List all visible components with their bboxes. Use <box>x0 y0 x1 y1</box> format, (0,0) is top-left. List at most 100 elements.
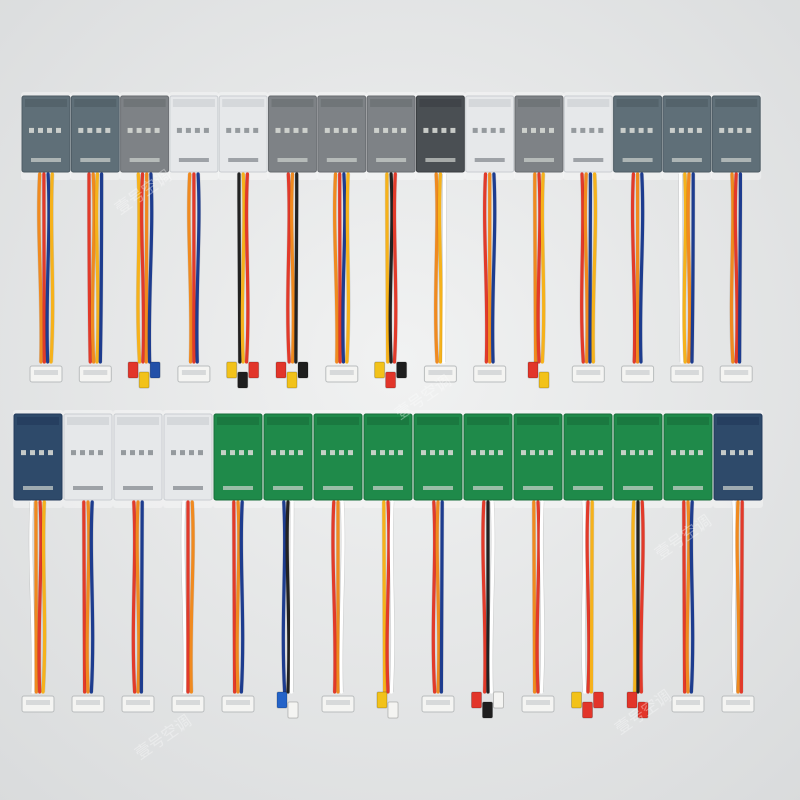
silkscreen-label <box>123 486 153 490</box>
connector-plug <box>538 371 550 389</box>
connector-plug <box>138 371 150 389</box>
wire <box>87 172 92 364</box>
silkscreen-label <box>323 486 353 490</box>
connector-slot <box>326 700 350 705</box>
connector-slot <box>726 700 750 705</box>
wire <box>331 500 337 694</box>
smd-pad <box>139 450 144 456</box>
board-stripe <box>217 417 259 425</box>
connector-slot <box>426 700 450 705</box>
test-board <box>563 95 613 173</box>
smd-pad <box>521 450 526 456</box>
harness-card <box>113 410 163 713</box>
smd-pad <box>198 450 203 456</box>
smd-pad <box>275 127 281 133</box>
wire <box>90 172 96 364</box>
wire <box>37 172 43 364</box>
test-board <box>263 413 313 501</box>
harness-card <box>514 92 564 389</box>
harness-card <box>413 410 463 713</box>
smd-pad <box>430 450 435 456</box>
connector-plug <box>127 361 139 379</box>
wire <box>385 500 391 694</box>
smd-pad <box>481 127 487 133</box>
wire <box>181 500 187 694</box>
harness-card <box>163 410 213 713</box>
wire <box>187 172 193 364</box>
smd-pad <box>548 450 553 456</box>
wire <box>385 172 390 364</box>
smd-pad <box>226 127 232 133</box>
wire <box>685 500 691 694</box>
test-board <box>313 413 363 501</box>
silkscreen-label <box>721 158 752 162</box>
wire <box>535 500 541 694</box>
smd-pad <box>284 127 290 133</box>
wire <box>239 500 245 694</box>
smd-pad <box>739 450 744 456</box>
board-stripe <box>616 99 659 107</box>
wire <box>189 500 195 694</box>
harness-card <box>563 92 614 383</box>
wire <box>135 500 141 694</box>
wire <box>244 172 250 364</box>
smd-pad <box>383 127 389 133</box>
card-row-2 <box>13 410 763 719</box>
wire <box>682 500 687 694</box>
wire <box>589 500 594 694</box>
wire <box>382 500 387 694</box>
connector-plug <box>226 361 238 379</box>
test-board <box>662 95 712 173</box>
connector-slot <box>76 700 100 705</box>
board-stripe <box>267 417 309 425</box>
board-stripe <box>665 99 708 107</box>
silkscreen-label <box>23 486 53 490</box>
silkscreen-label <box>473 486 503 490</box>
wire <box>290 172 295 364</box>
smd-pad <box>696 127 702 133</box>
smd-pad <box>421 450 426 456</box>
wire <box>94 172 100 364</box>
smd-pad <box>589 450 594 456</box>
wire <box>41 500 47 694</box>
board-stripe <box>17 417 59 425</box>
smd-pad <box>639 450 644 456</box>
smd-pad <box>549 127 554 133</box>
wire <box>591 172 598 364</box>
silkscreen-label <box>376 158 407 162</box>
smd-pad <box>30 450 35 456</box>
silkscreen-label <box>31 158 61 162</box>
smd-pad <box>689 450 694 456</box>
test-board <box>163 413 213 501</box>
smd-pad <box>154 127 160 133</box>
smd-pad <box>530 450 535 456</box>
wire <box>631 500 637 694</box>
test-board <box>13 413 63 501</box>
smd-pad <box>671 450 676 456</box>
wire <box>339 500 345 694</box>
connector-slot <box>126 700 150 705</box>
connector-plug <box>385 371 397 389</box>
wire <box>638 172 645 364</box>
silkscreen-label <box>129 158 160 162</box>
connector-plug <box>286 371 298 389</box>
board-stripe <box>617 417 659 425</box>
wire <box>341 172 347 364</box>
connector-plug <box>637 701 649 719</box>
wire <box>49 172 55 364</box>
wire <box>540 172 546 364</box>
wire <box>539 500 545 694</box>
harness-card <box>366 92 417 389</box>
silkscreen-label <box>273 486 303 490</box>
test-board <box>120 95 170 173</box>
connector-slot <box>329 370 354 375</box>
board-stripe <box>715 99 758 107</box>
smd-pad <box>719 127 725 133</box>
wire <box>583 172 589 364</box>
board-stripe <box>222 99 265 107</box>
wire <box>439 500 444 694</box>
test-board <box>513 413 563 501</box>
board-stripe <box>667 417 709 425</box>
smd-pad <box>748 450 753 456</box>
smd-pad <box>620 127 626 133</box>
